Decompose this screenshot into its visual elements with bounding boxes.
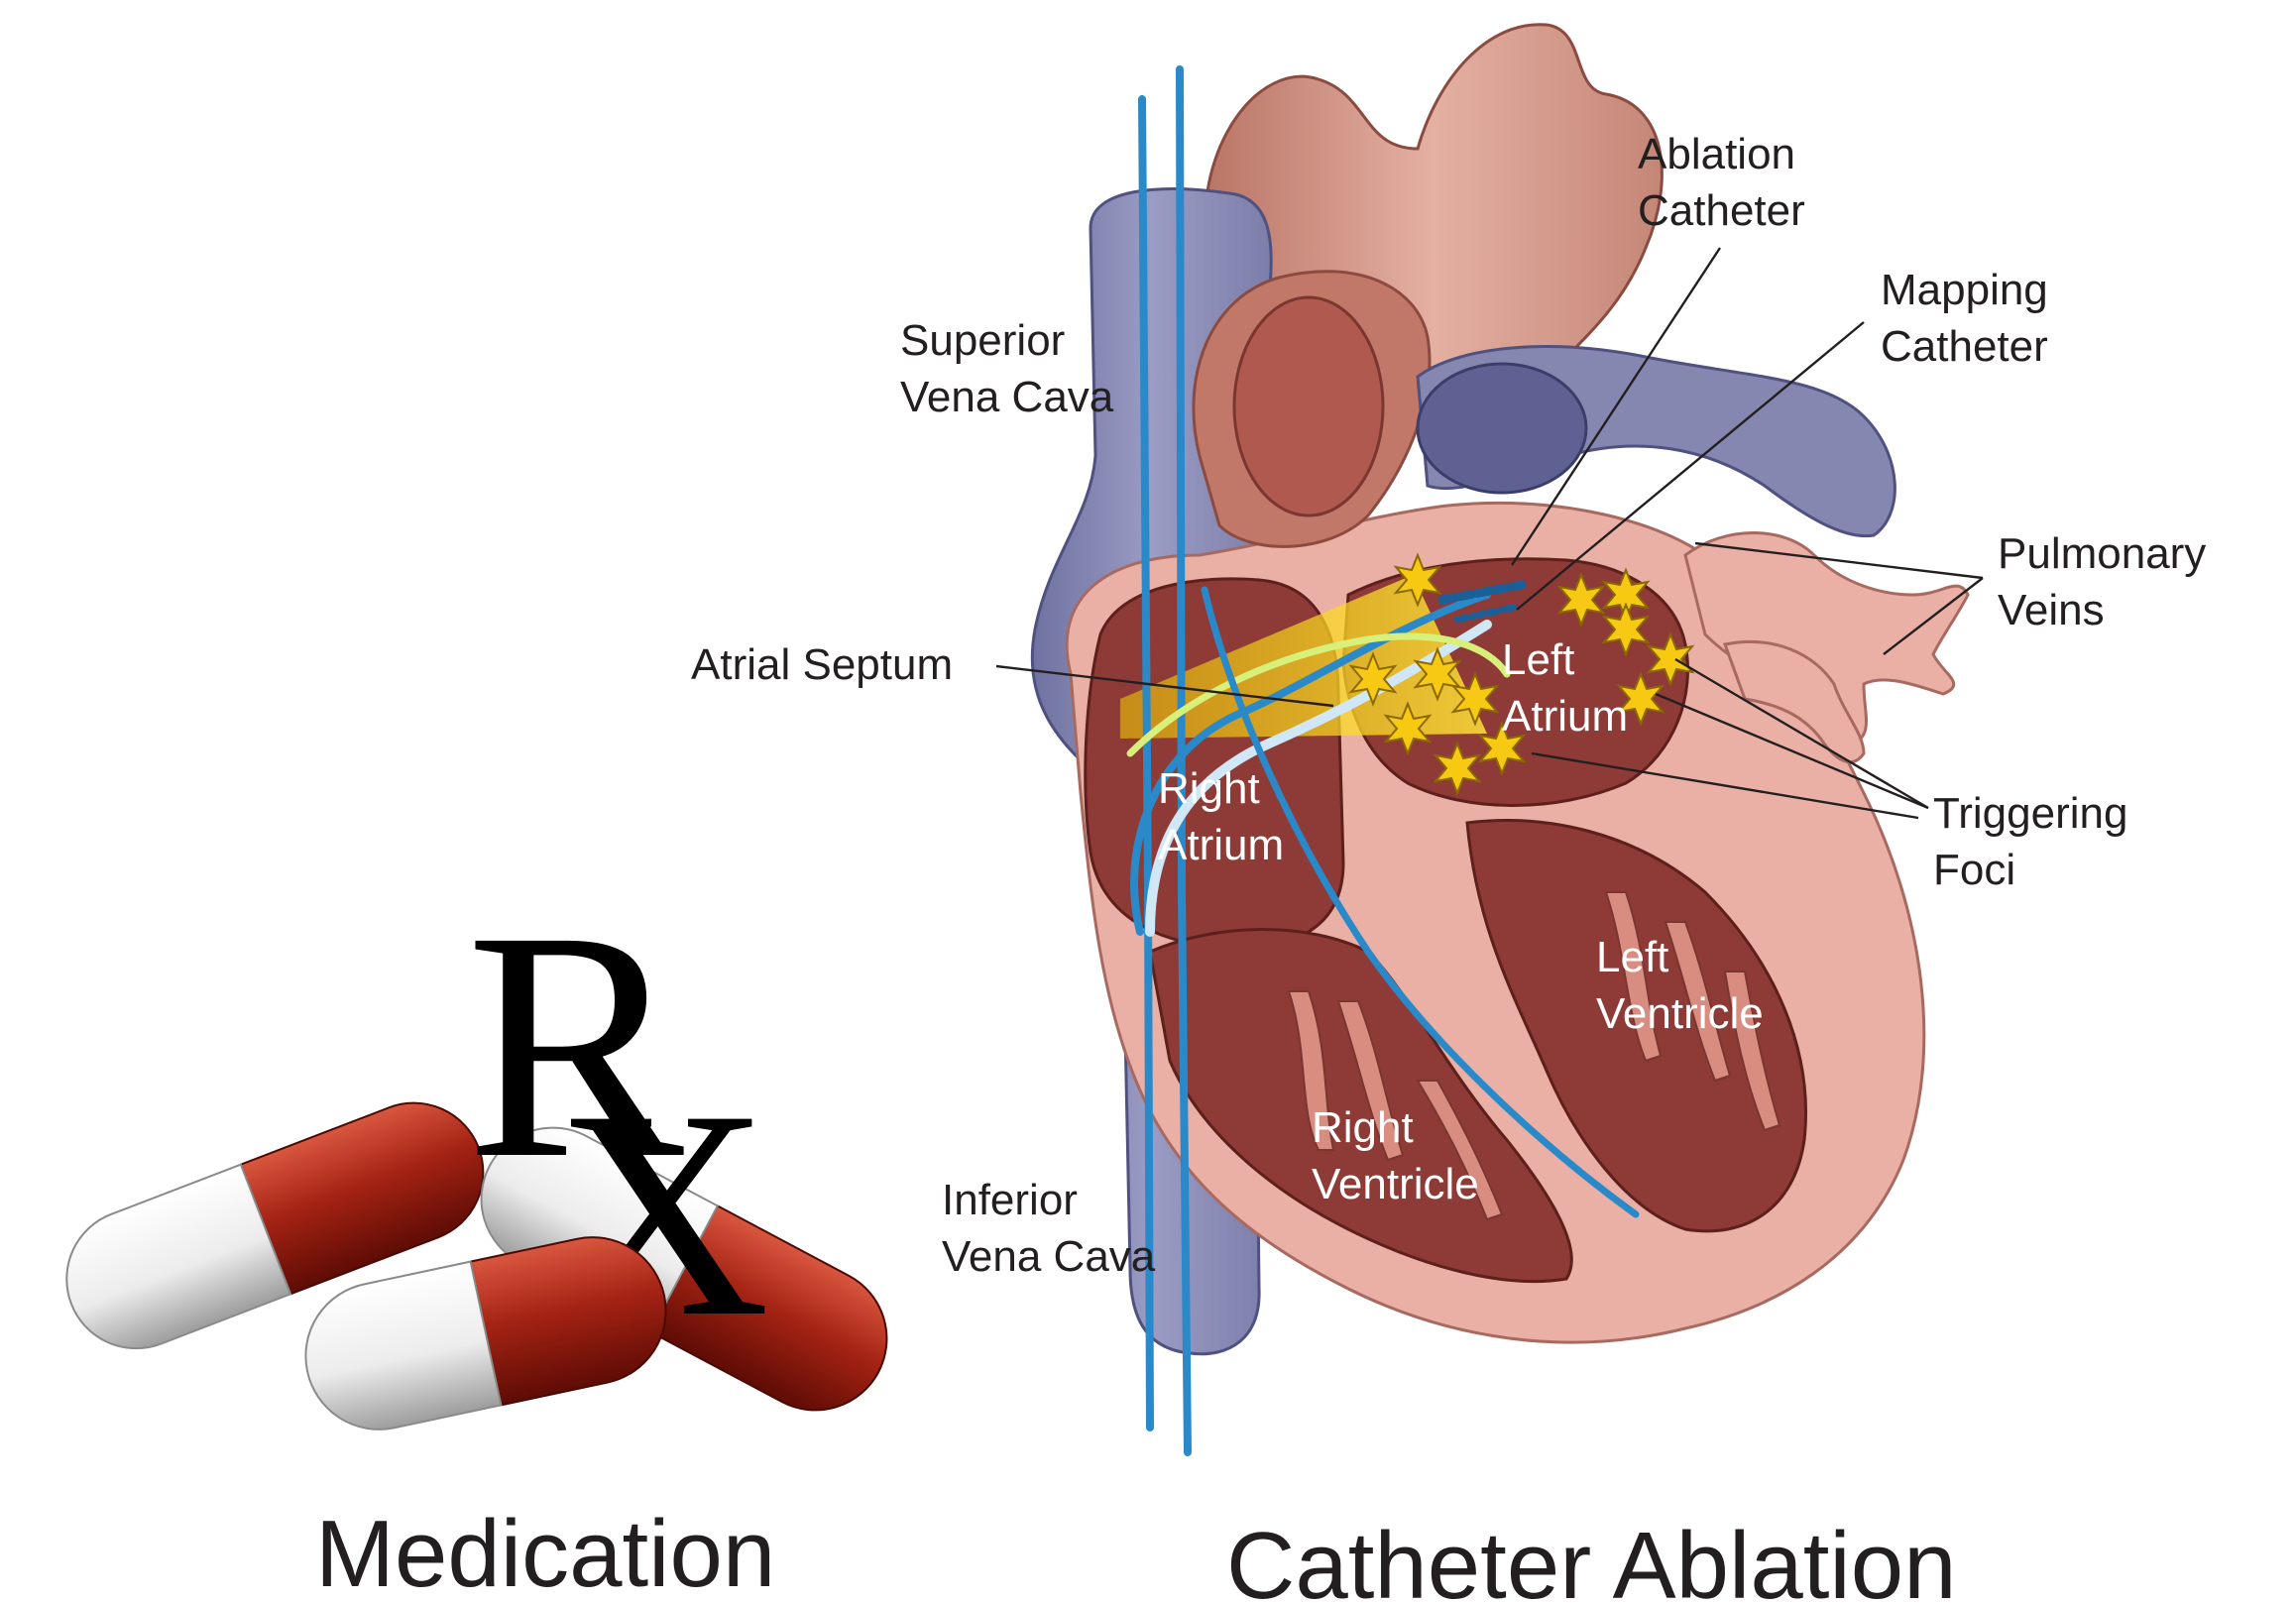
label-left-atrium-line2: Atrium (1502, 692, 1628, 741)
label-mapping-catheter-line1: Mapping (1881, 266, 2048, 314)
label-inferior-vena-cava-line2: Vena Cava (942, 1232, 1156, 1281)
label-atrial-septum: Atrial Septum (691, 640, 953, 689)
heart-illustration (1032, 25, 1968, 1452)
label-left-ventricle-line1: Left (1596, 933, 1668, 981)
label-pulmonary-veins-line1: Pulmonary (1998, 529, 2206, 578)
right-pulmonary-artery-lumen (1418, 364, 1586, 493)
label-right-atrium-line2: Atrium (1158, 821, 1284, 869)
label-left-atrium-line1: Left (1502, 635, 1574, 684)
caption-catheter-ablation: Catheter Ablation (1226, 1513, 1957, 1603)
label-inferior-vena-cava-line1: Inferior (942, 1176, 1078, 1224)
pulmonary-artery-lumen (1234, 297, 1383, 515)
medication-illustration: R X (47, 864, 912, 1443)
label-right-atrium-line1: Right (1158, 764, 1260, 813)
label-superior-vena-cava-line2: Vena Cava (900, 373, 1114, 421)
label-pulmonary-veins-line2: Veins (1998, 586, 2105, 634)
label-left-ventricle-line2: Ventricle (1596, 989, 1764, 1038)
label-triggering-foci-line1: Triggering (1933, 789, 2127, 838)
caption-medication: Medication (315, 1501, 775, 1603)
label-mapping-catheter-line2: Catheter (1881, 322, 2048, 371)
label-ablation-catheter-line2: Catheter (1638, 186, 1805, 235)
label-right-ventricle-line2: Ventricle (1312, 1160, 1479, 1208)
label-superior-vena-cava-line1: Superior (900, 316, 1065, 365)
label-ablation-catheter-line1: Ablation (1638, 130, 1795, 178)
label-right-ventricle-line1: Right (1312, 1103, 1414, 1152)
label-triggering-foci-line2: Foci (1933, 846, 2015, 894)
